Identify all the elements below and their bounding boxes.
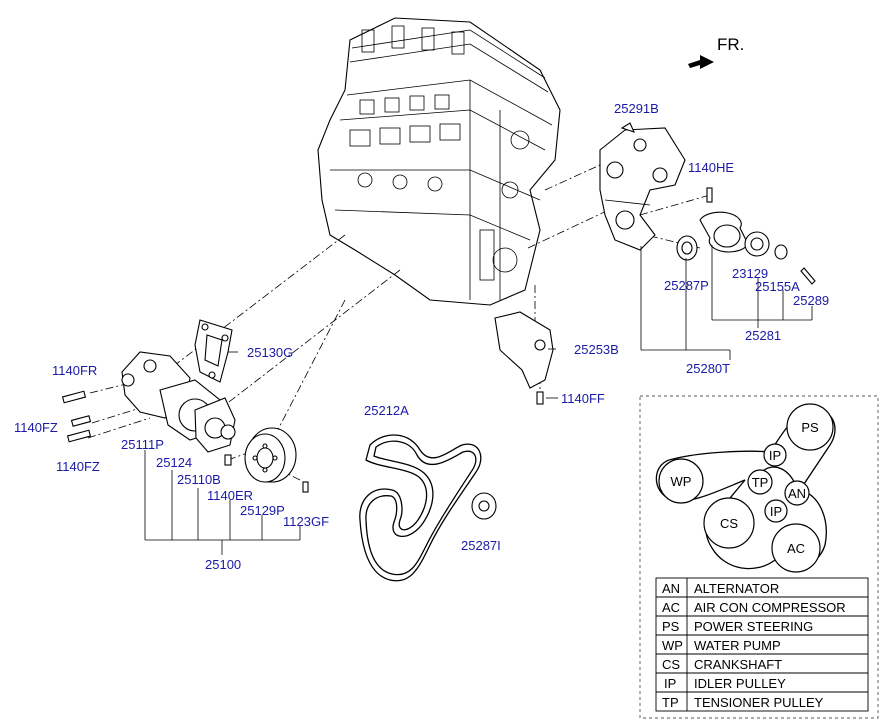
pulley-an-label: AN xyxy=(788,486,806,501)
pulley-tp-label: TP xyxy=(752,475,769,490)
legend-name: TENSIONER PULLEY xyxy=(694,695,824,710)
front-direction-indicator: FR. xyxy=(688,35,744,69)
legend-row: AN ALTERNATOR xyxy=(662,581,779,596)
legend-code: IP xyxy=(664,676,676,691)
legend-row: PS POWER STEERING xyxy=(662,619,813,634)
part-label-25155a[interactable]: 25155A xyxy=(755,279,800,294)
legend-row: TP TENSIONER PULLEY xyxy=(662,695,824,710)
part-label-25130g[interactable]: 25130G xyxy=(247,345,293,360)
part-label-25287i[interactable]: 25287I xyxy=(461,538,501,553)
part-label-25289[interactable]: 25289 xyxy=(793,293,829,308)
arrow-right-icon xyxy=(688,55,714,69)
drive-belt-illustration xyxy=(359,434,497,582)
part-label-25124[interactable]: 25124 xyxy=(156,455,192,470)
part-label-1140he[interactable]: 1140HE xyxy=(688,160,734,175)
belt-routing-inset: PS IP WP TP AN IP CS AC xyxy=(639,395,879,719)
pulley-ip-lower-label: IP xyxy=(770,504,782,519)
legend-name: CRANKSHAFT xyxy=(694,657,782,672)
pulley-ps: PS xyxy=(786,403,834,451)
legend-name: IDLER PULLEY xyxy=(694,676,786,691)
part-label-1140ff[interactable]: 1140FF xyxy=(561,391,605,406)
pulley-ac-label: AC xyxy=(787,541,805,556)
legend-code: AC xyxy=(662,600,680,615)
legend-row: CS CRANKSHAFT xyxy=(662,657,782,672)
pulley-wp: WP xyxy=(658,458,704,504)
part-label-1140er[interactable]: 1140ER xyxy=(207,488,253,503)
pulley-legend-table: AN ALTERNATOR AC AIR CON COMPRESSOR PS P… xyxy=(655,577,869,712)
gasket-25130g-illustration xyxy=(194,319,233,383)
bracket-25253b-illustration xyxy=(494,311,554,405)
part-label-1140fr[interactable]: 1140FR xyxy=(52,363,97,378)
part-labels: 25291B 1140HE 23129 25287P 25155A 25289 … xyxy=(14,101,829,572)
pulley-ac: AC xyxy=(771,523,821,573)
pulley-wp-label: WP xyxy=(671,474,692,489)
part-label-1140fz-a[interactable]: 1140FZ xyxy=(14,420,58,435)
legend-code: TP xyxy=(662,695,679,710)
alternator-bracket-illustration xyxy=(599,122,816,285)
part-label-25291b[interactable]: 25291B xyxy=(614,101,659,116)
legend-name: AIR CON COMPRESSOR xyxy=(694,600,846,615)
legend-code: AN xyxy=(662,581,680,596)
pulley-an: AN xyxy=(784,480,810,506)
legend-row: WP WATER PUMP xyxy=(662,638,781,653)
part-label-25129p[interactable]: 25129P xyxy=(240,503,285,518)
legend-code: CS xyxy=(662,657,680,672)
pulley-ip-upper-label: IP xyxy=(769,448,781,463)
pulley-cs: CS xyxy=(703,497,755,549)
water-pump-pulley-illustration xyxy=(244,427,309,493)
legend-name: WATER PUMP xyxy=(694,638,781,653)
pulley-ps-label: PS xyxy=(801,420,819,435)
legend-code: PS xyxy=(662,619,680,634)
part-label-25280t[interactable]: 25280T xyxy=(686,361,730,376)
legend-code: WP xyxy=(662,638,683,653)
pulley-ip-lower: IP xyxy=(764,499,788,523)
engine-block-illustration xyxy=(317,17,561,306)
part-label-1123gf[interactable]: 1123GF xyxy=(283,514,329,529)
leader-lines xyxy=(144,245,813,555)
part-label-23129[interactable]: 23129 xyxy=(732,266,768,281)
legend-name: POWER STEERING xyxy=(694,619,813,634)
pulley-ip-upper: IP xyxy=(763,443,787,467)
belt-routing-frame xyxy=(639,395,879,719)
part-label-25100[interactable]: 25100 xyxy=(205,557,241,572)
part-label-25253b[interactable]: 25253B xyxy=(574,342,619,357)
front-label: FR. xyxy=(717,35,744,54)
part-label-25110b[interactable]: 25110B xyxy=(177,472,221,487)
water-pump-illustration xyxy=(61,351,236,466)
part-label-25212a[interactable]: 25212A xyxy=(364,403,409,418)
pulley-tp: TP xyxy=(747,469,773,495)
legend-name: ALTERNATOR xyxy=(694,581,779,596)
part-label-25281[interactable]: 25281 xyxy=(745,328,781,343)
pulley-cs-label: CS xyxy=(720,516,738,531)
legend-row: IP IDLER PULLEY xyxy=(664,676,786,691)
legend-row: AC AIR CON COMPRESSOR xyxy=(662,600,846,615)
part-label-25287p[interactable]: 25287P xyxy=(664,278,709,293)
part-label-25111p[interactable]: 25111P xyxy=(121,437,164,452)
part-label-1140fz-b[interactable]: 1140FZ xyxy=(56,459,100,474)
